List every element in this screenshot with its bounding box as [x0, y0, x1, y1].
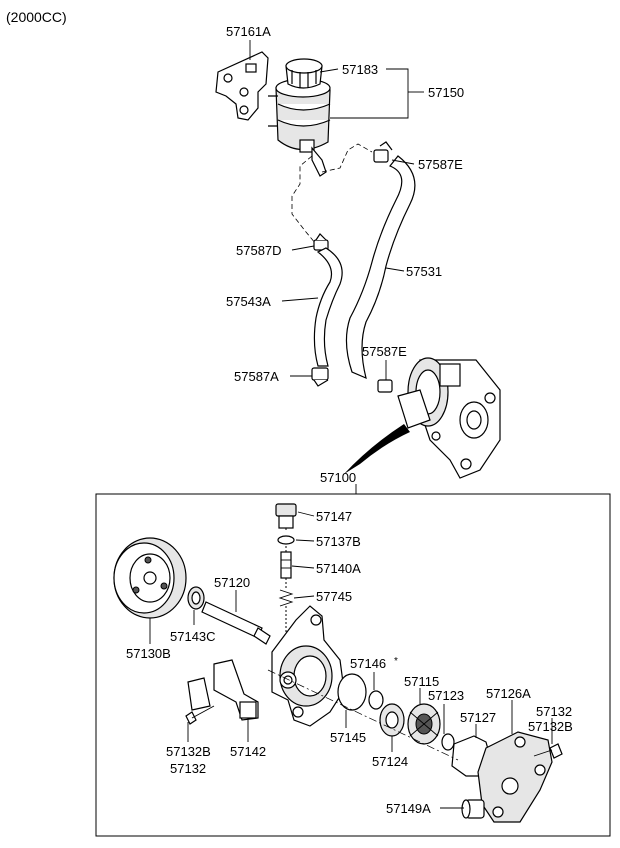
hose-clamp-top [373, 141, 393, 163]
label-57587E-mid: 57587E [362, 344, 407, 359]
label-57183: 57183 [342, 62, 378, 77]
leader-lines [149, 40, 553, 809]
drive-shaft [201, 601, 271, 645]
label-57142: 57142 [230, 744, 266, 759]
mounting-bolt-right [533, 743, 563, 759]
label-57587E-top: 57587E [418, 157, 463, 172]
label-57132-right: 57132 [536, 704, 572, 719]
label-57150: 57150 [428, 85, 464, 100]
feed-line-dashed [321, 143, 373, 173]
return-line-dashed [291, 155, 317, 245]
suction-hose [345, 155, 416, 380]
hose-clamp-bottom [311, 367, 329, 387]
label-57120: 57120 [214, 575, 250, 590]
label-57147: 57147 [316, 509, 352, 524]
label-57132B-left: 57132B [166, 744, 211, 759]
label-57132-left: 57132 [170, 761, 206, 776]
cam-ring [379, 703, 405, 737]
label-57161A: 57161A [226, 24, 271, 39]
label-57123: 57123 [428, 688, 464, 703]
label-57543A: 57543A [226, 294, 271, 309]
return-hose [313, 247, 343, 367]
label-57145: 57145 [330, 730, 366, 745]
label-57146: 57146 [350, 656, 386, 671]
label-57143C: 57143C [170, 629, 216, 644]
label-57130B: 57130B [126, 646, 171, 661]
assembly-arrow [344, 424, 410, 474]
pump-cover [477, 731, 553, 823]
label-57149A: 57149A [386, 801, 431, 816]
label-57745: 57745 [316, 589, 352, 604]
o-ring-large [337, 673, 367, 711]
label-57137B: 57137B [316, 534, 361, 549]
bushing [461, 799, 485, 819]
flow-control-valve [280, 551, 292, 579]
label-57587D: 57587D [236, 243, 282, 258]
label-57132B-right: 57132B [528, 719, 573, 734]
o-ring-small [277, 535, 295, 545]
reservoir-cap [285, 58, 323, 89]
pump-pulley [113, 537, 187, 619]
label-57124: 57124 [372, 754, 408, 769]
label-57126A: 57126A [486, 686, 531, 701]
center-axis [267, 669, 459, 761]
detail-box [95, 493, 611, 837]
o-ring-medium [368, 690, 384, 710]
pump-assembly-top [397, 357, 501, 479]
union-fitting [275, 503, 297, 529]
label-57100: 57100 [320, 470, 356, 485]
seal-ring [441, 733, 455, 751]
label-57587A: 57587A [234, 369, 279, 384]
pump-bracket [187, 659, 259, 721]
hose-clamp-pump [377, 379, 393, 393]
reservoir-tank [268, 78, 331, 177]
mounting-bolt-left [185, 705, 215, 725]
reservoir-bracket [215, 51, 269, 121]
asterisk-mark: * [394, 656, 398, 667]
label-57531: 57531 [406, 264, 442, 279]
label-57115: 57115 [404, 674, 439, 689]
label-57140A: 57140A [316, 561, 361, 576]
pump-rotor [407, 703, 441, 745]
label-57127: 57127 [460, 710, 496, 725]
valve-spring [278, 589, 294, 607]
engine-header: (2000CC) [6, 9, 67, 25]
oil-seal [187, 586, 205, 610]
pump-body [271, 605, 345, 727]
